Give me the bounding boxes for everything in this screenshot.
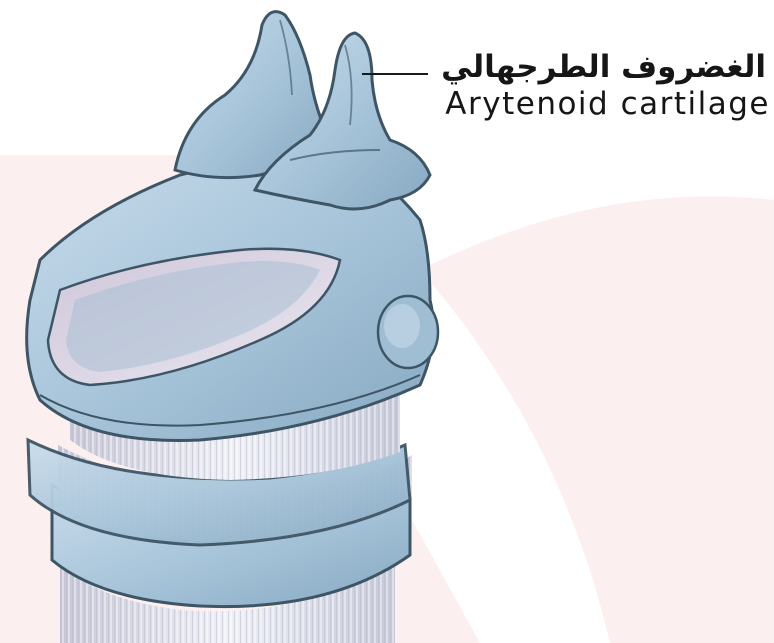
arabic-label: الغضروف الطرجهالي <box>426 48 766 86</box>
label-leader-line <box>362 73 428 75</box>
english-label: Arytenoid cartilage <box>420 86 770 122</box>
